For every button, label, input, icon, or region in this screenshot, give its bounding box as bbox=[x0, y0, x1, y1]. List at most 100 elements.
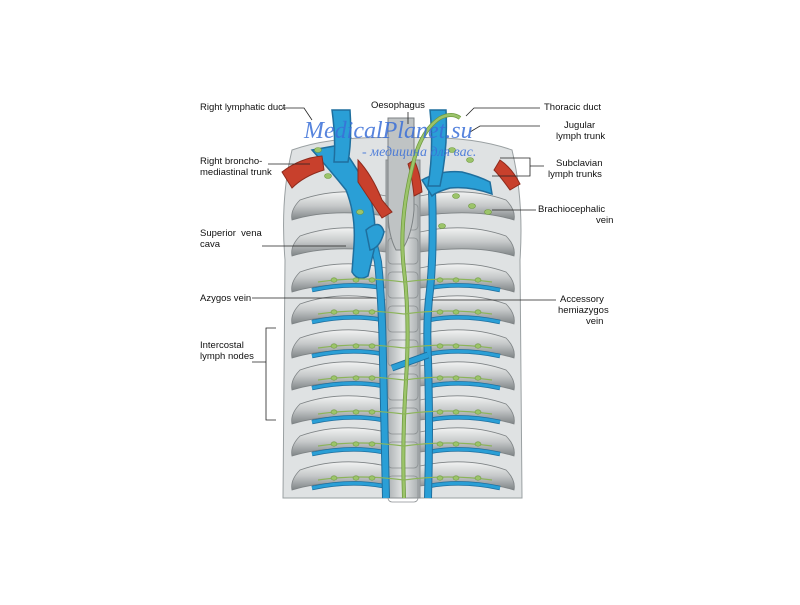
label-accessory-hemiazygos-vein: Accessory hemiazygos vein bbox=[558, 294, 609, 327]
intercostal-vein-left bbox=[311, 481, 384, 490]
intercostal-vein-left bbox=[311, 447, 384, 456]
label-superior-vena-cava: Superior vena cava bbox=[200, 228, 262, 250]
lymph-node bbox=[474, 309, 482, 315]
lymph-node bbox=[368, 475, 376, 481]
azygos-vein bbox=[366, 230, 390, 499]
rib-right bbox=[419, 227, 515, 257]
intercostal-vein-left bbox=[311, 315, 384, 324]
label-thoracic-duct: Thoracic duct bbox=[544, 102, 602, 113]
label-right-lymphatic-duct: Right lymphatic duct bbox=[200, 102, 286, 113]
lymph-node bbox=[452, 375, 460, 381]
label-jugular-line1: Jugular bbox=[564, 120, 596, 131]
leader-lines bbox=[252, 107, 556, 421]
lymph-node bbox=[436, 409, 444, 415]
lymph-node bbox=[438, 223, 446, 229]
label-subclavian-line1: Subclavian bbox=[556, 158, 603, 169]
lymph-node bbox=[330, 343, 338, 349]
lymph-node bbox=[330, 409, 338, 415]
label-right-bronchomediastinal-trunk: Right broncho- mediastinal trunk bbox=[200, 156, 272, 178]
lymph-node bbox=[368, 343, 376, 349]
label-accessory-line2: hemiazygos bbox=[558, 305, 609, 316]
lymph-node bbox=[314, 147, 322, 153]
label-intercostal-line1: Intercostal bbox=[200, 340, 244, 351]
lymph-node bbox=[352, 277, 360, 283]
label-jugular-lymph-trunk: Jugular lymph trunk bbox=[556, 120, 605, 142]
label-svc-line1: Superior vena bbox=[200, 228, 262, 239]
lymph-node bbox=[352, 375, 360, 381]
intercostal-lymph-vessel bbox=[317, 410, 405, 415]
label-azygos-vein: Azygos vein bbox=[200, 293, 252, 304]
label-accessory-line1: Accessory bbox=[560, 294, 604, 305]
lymph-node bbox=[436, 277, 444, 283]
intercostal-vein-left bbox=[311, 381, 384, 390]
intercostal-lymph-vessel bbox=[317, 278, 405, 283]
right-jugular-vein bbox=[331, 109, 352, 163]
intercostal-lymph-vessel bbox=[403, 376, 493, 381]
intercostal-lymph-vessel bbox=[403, 442, 493, 447]
label-intercostal-lymph-nodes: Intercostal lymph nodes bbox=[200, 340, 254, 362]
label-brachiocephalic-line2: vein bbox=[596, 215, 614, 226]
lymph-node bbox=[436, 309, 444, 315]
label-jugular-line2: lymph trunk bbox=[556, 131, 606, 142]
intercostal-vein-left bbox=[311, 349, 384, 358]
label-brachiocephalic-vein: Brachiocephalic vein bbox=[538, 204, 613, 226]
label-svc-line2: cava bbox=[200, 239, 221, 250]
label-accessory-line3: vein bbox=[586, 316, 604, 327]
intercostal-vein-left bbox=[311, 415, 384, 424]
lymph-node bbox=[484, 209, 492, 215]
lymph-node bbox=[368, 277, 376, 283]
lymph-node bbox=[324, 173, 332, 179]
lymph-node bbox=[352, 475, 360, 481]
lymph-node bbox=[452, 343, 460, 349]
lymph-node bbox=[368, 409, 376, 415]
lymph-node bbox=[466, 157, 474, 163]
brachiocephalic-vein bbox=[420, 109, 493, 198]
intercostal-lymph-vessel bbox=[317, 476, 405, 481]
watermark-line2: - медицина для вас. bbox=[362, 145, 477, 160]
intercostal-vein-right bbox=[428, 315, 501, 324]
intercostal-lymph-vessel bbox=[317, 376, 405, 381]
lymph-node bbox=[436, 441, 444, 447]
vertebra bbox=[387, 305, 419, 333]
lymph-node bbox=[436, 343, 444, 349]
intercostal-vein-right bbox=[428, 349, 501, 358]
lymph-node bbox=[330, 309, 338, 315]
intercostal-lymph-vessel bbox=[403, 278, 493, 283]
intercostal-lymph-vessel bbox=[403, 476, 493, 481]
lymph-node bbox=[330, 441, 338, 447]
lymph-node bbox=[452, 441, 460, 447]
intercostal-vein-right bbox=[428, 381, 501, 390]
lymph-node bbox=[452, 475, 460, 481]
intercostal-vein-right bbox=[428, 415, 501, 424]
intercostal-lymph-nodes bbox=[314, 147, 493, 481]
lymph-node bbox=[452, 193, 460, 199]
lymph-node bbox=[352, 343, 360, 349]
lymph-node bbox=[452, 277, 460, 283]
intercostal-vein-right bbox=[428, 481, 501, 490]
lymph-node bbox=[474, 343, 482, 349]
intercostal-lymph-vessel bbox=[317, 442, 405, 447]
lymph-node bbox=[448, 147, 456, 153]
lymph-node bbox=[330, 375, 338, 381]
thoracic-duct bbox=[400, 113, 462, 499]
lymph-node bbox=[452, 409, 460, 415]
lymph-node bbox=[352, 441, 360, 447]
label-right-broncho-line1: Right broncho- bbox=[200, 156, 263, 167]
label-right-broncho-line2: mediastinal trunk bbox=[200, 167, 272, 178]
intercostal-lymph-vessel bbox=[403, 344, 493, 349]
lymph-node bbox=[452, 309, 460, 315]
lymph-node bbox=[474, 475, 482, 481]
lymph-node bbox=[330, 475, 338, 481]
label-subclavian-line2: lymph trunks bbox=[548, 169, 602, 180]
intercostal-lymph-vessel bbox=[403, 410, 493, 415]
label-subclavian-lymph-trunks: Subclavian lymph trunks bbox=[548, 158, 602, 180]
lymph-node bbox=[474, 441, 482, 447]
lymph-node bbox=[352, 409, 360, 415]
intercostal-veins bbox=[311, 283, 501, 491]
lymph-node bbox=[352, 309, 360, 315]
intercostal-lymph-vessel bbox=[403, 310, 493, 315]
lymph-node bbox=[436, 475, 444, 481]
lymph-node bbox=[468, 203, 476, 209]
